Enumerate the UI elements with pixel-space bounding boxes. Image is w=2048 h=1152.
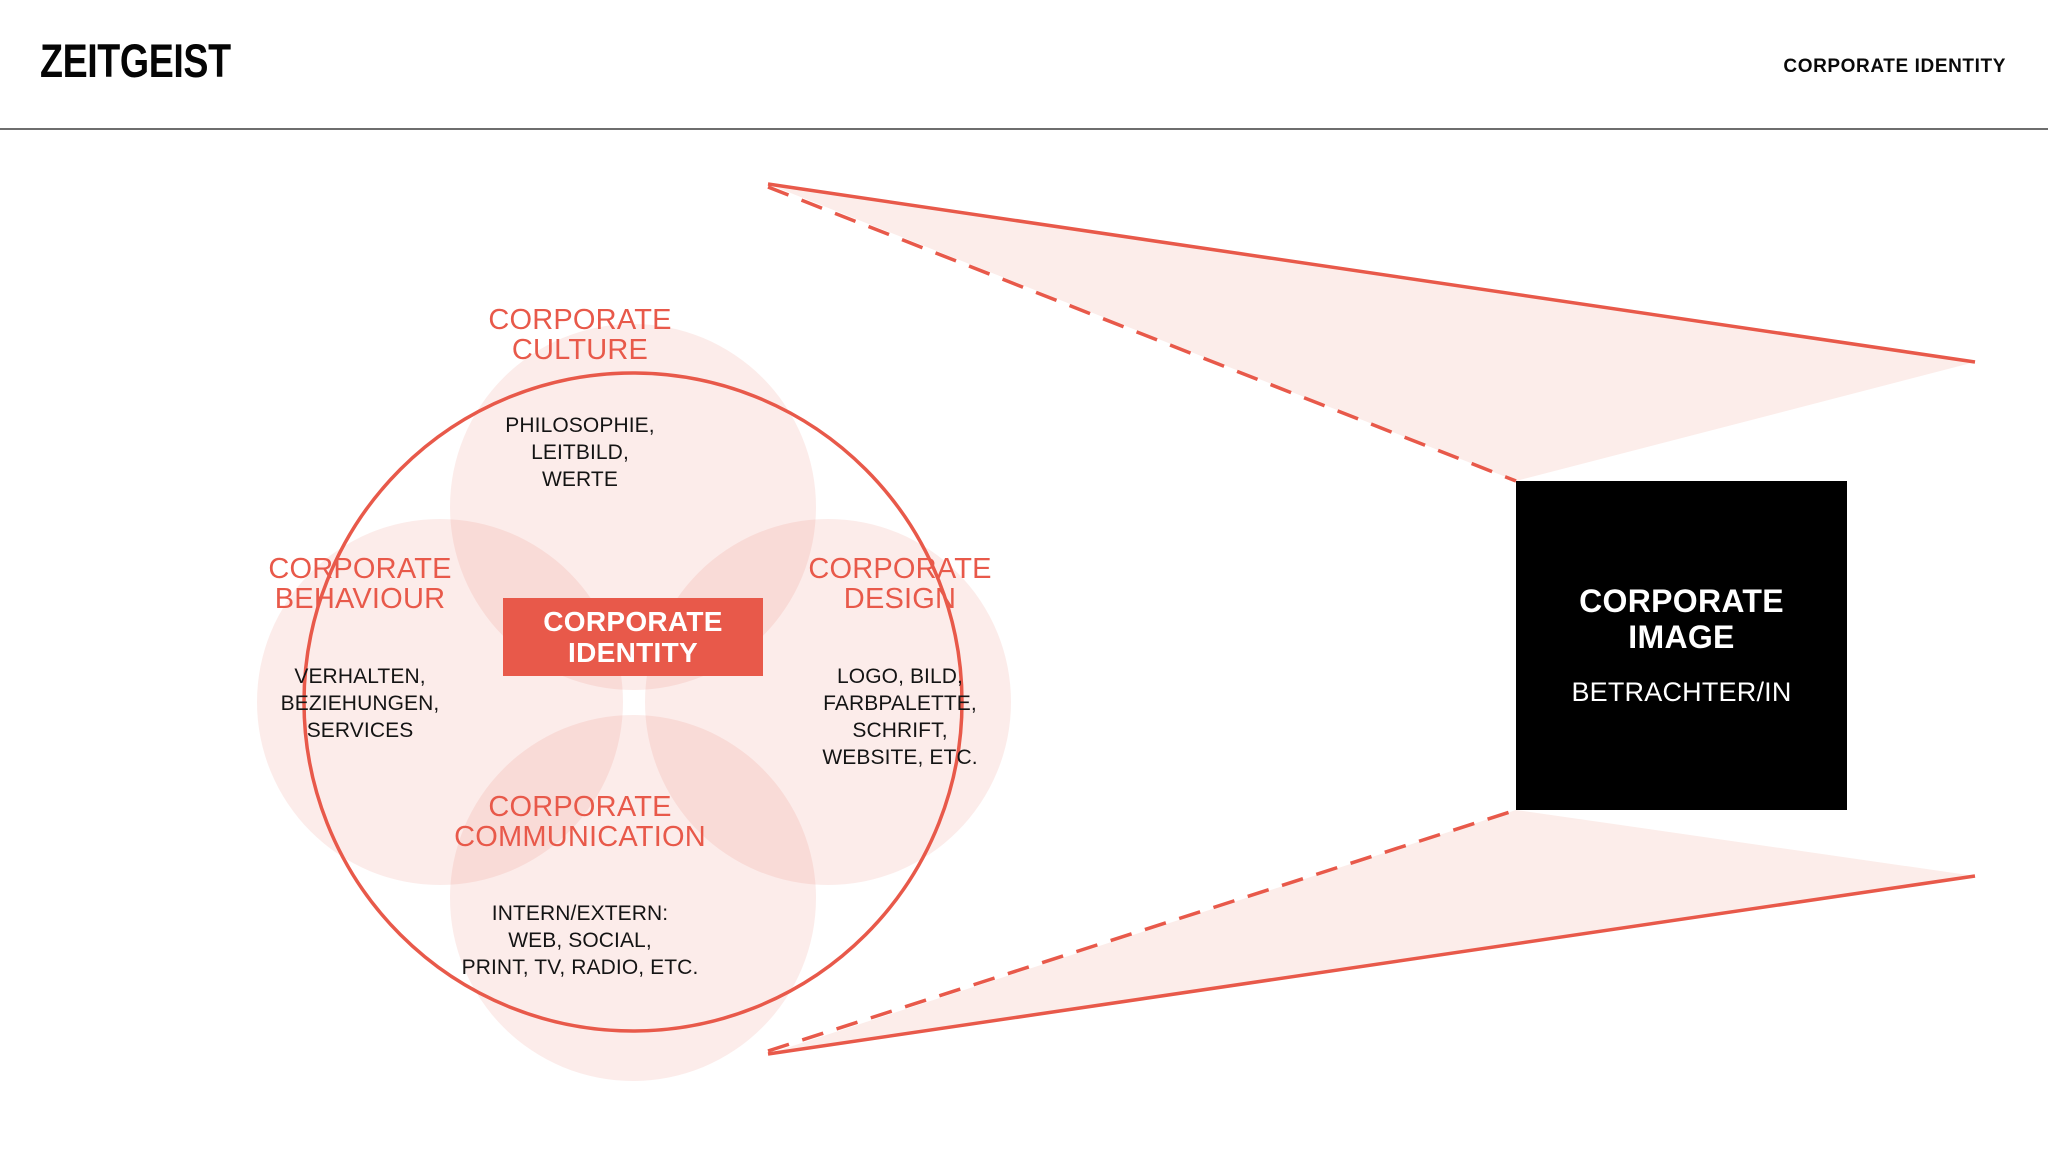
petal-title-design: CORPORATE DESIGN [808, 553, 992, 616]
outer-circle-outline [302, 371, 964, 1033]
cone-lower-dashed-edge [767, 808, 1517, 1053]
petal-title-communication: CORPORATE COMMUNICATION [454, 791, 706, 854]
page-header: ZEITGEIST CORPORATE IDENTITY [0, 0, 2048, 130]
corporate-identity-badge-label: CORPORATE IDENTITY [543, 605, 723, 668]
petal-title-behaviour: CORPORATE BEHAVIOUR [268, 553, 452, 616]
petal-items-design: LOGO, BILD, FARBPALETTE, SCHRIFT, WEBSIT… [822, 665, 978, 769]
petal-circle-communication [450, 715, 816, 1081]
cone-lower-solid-edge [767, 874, 1976, 1056]
petal-items-communication: INTERN/EXTERN: WEB, SOCIAL, PRINT, TV, R… [461, 902, 699, 979]
page-title: CORPORATE IDENTITY [1783, 56, 2006, 77]
projection-cone-lower [767, 808, 1976, 1056]
corporate-image-title: CORPORATE IMAGE [1579, 582, 1784, 655]
petal-items-culture: PHILOSOPHIE, LEITBILD, WERTE [505, 414, 655, 491]
cone-upper-dashed-edge [767, 185, 1517, 483]
brand-logo: ZEITGEIST [40, 34, 231, 87]
corporate-image-box: CORPORATE IMAGE BETRACHTER/IN [1516, 481, 1847, 810]
corporate-identity-badge: CORPORATE IDENTITY [503, 598, 763, 676]
projection-cone-upper [767, 182, 1976, 483]
cone-upper-solid-edge [767, 182, 1976, 364]
petal-items-behaviour: VERHALTEN, BEZIEHUNGEN, SERVICES [280, 665, 440, 742]
corporate-image-subtitle: BETRACHTER/IN [1571, 677, 1792, 708]
diagram-svg [257, 182, 1976, 1081]
header-divider [0, 128, 2048, 130]
diagram-stage: CORPORATE CULTURE PHILOSOPHIE, LEITBILD,… [0, 129, 2048, 1152]
petal-title-culture: CORPORATE CULTURE [488, 304, 672, 367]
